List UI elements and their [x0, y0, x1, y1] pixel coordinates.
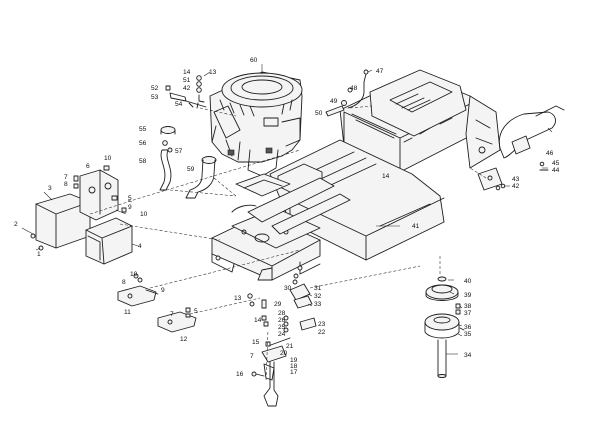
callout-59: 59: [187, 166, 195, 173]
callout-51: 51: [183, 77, 191, 84]
callout-10b: 10: [140, 211, 148, 218]
callout-54: 54: [175, 101, 183, 108]
callout-26: 26: [278, 317, 286, 324]
callout-14b: 14: [254, 317, 262, 324]
right-side-brackets: [477, 167, 506, 191]
callout-46: 46: [546, 150, 554, 157]
callout-43: 43: [512, 176, 520, 183]
callout-48: 48: [350, 85, 358, 92]
callout-28: 28: [278, 310, 286, 317]
steering-parts: [247, 267, 317, 407]
pto-clutch-assembly: [424, 276, 465, 378]
callout-50: 50: [315, 110, 323, 117]
callout-7c: 7: [250, 353, 254, 360]
callout-13: 13: [209, 69, 217, 76]
callout-39: 39: [464, 292, 472, 299]
fuel-filter-and-hose: [159, 126, 176, 191]
callout-53: 53: [151, 94, 159, 101]
callout-55: 55: [139, 126, 147, 133]
callout-14: 14: [183, 69, 191, 76]
callout-8b: 8: [122, 279, 126, 286]
callout-31: 31: [314, 285, 322, 292]
callout-33: 33: [314, 301, 322, 308]
callout-8: 8: [64, 181, 68, 188]
callout-6: 6: [86, 163, 90, 170]
callout-57: 57: [175, 148, 183, 155]
callout-44: 44: [552, 167, 560, 174]
callout-42b: 42: [512, 183, 520, 190]
callout-17: 17: [290, 369, 298, 376]
callout-4: 4: [138, 243, 142, 250]
main-frame: [211, 69, 501, 281]
callout-14c: 14: [382, 173, 390, 180]
callout-16: 16: [236, 371, 244, 378]
callout-7b: 7: [170, 311, 174, 318]
callout-60: 60: [250, 57, 258, 64]
callout-40: 40: [464, 278, 472, 285]
callout-20: 20: [280, 350, 288, 357]
engine-assembly: [209, 71, 303, 177]
callout-30: 30: [284, 285, 292, 292]
callout-45: 45: [552, 160, 560, 167]
exhaust-elbow: [185, 156, 217, 199]
callout-38: 38: [464, 303, 472, 310]
callout-23: 23: [318, 321, 326, 328]
leader-lines: [21, 64, 553, 381]
callout-labels: 60 14 13 51 42 52 53 54 55 56 57 58 59 3…: [14, 57, 560, 378]
brake-rod-assembly: [325, 69, 369, 117]
callout-5: 5: [128, 195, 132, 202]
callout-21: 21: [286, 343, 294, 350]
callout-42: 42: [183, 85, 191, 92]
callout-56: 56: [139, 140, 147, 147]
callout-49: 49: [330, 98, 338, 105]
callout-47: 47: [376, 68, 384, 75]
callout-32: 32: [314, 293, 322, 300]
callout-58: 58: [139, 158, 147, 165]
callout-3: 3: [48, 185, 52, 192]
callout-10: 10: [104, 155, 112, 162]
callout-1: 1: [37, 251, 41, 258]
front-axle-brackets: [117, 273, 197, 333]
callout-15: 15: [252, 339, 260, 346]
callout-22: 22: [318, 329, 326, 336]
callout-13b: 13: [234, 295, 242, 302]
callout-24: 24: [278, 331, 286, 338]
callout-9: 9: [128, 204, 132, 211]
battery-box: [85, 217, 133, 265]
callout-12: 12: [180, 336, 188, 343]
lift-lever: [498, 105, 565, 171]
callout-52: 52: [151, 85, 159, 92]
callout-10c: 10: [130, 271, 138, 278]
engine-small-parts: [165, 75, 207, 109]
callout-41: 41: [412, 223, 420, 230]
battery-bracket: [30, 165, 127, 251]
callout-5b: 5: [194, 308, 198, 315]
callout-19: 19: [290, 357, 298, 364]
callout-2: 2: [14, 221, 18, 228]
callout-29: 29: [274, 301, 282, 308]
callout-18: 18: [290, 363, 298, 370]
callout-37: 37: [464, 310, 472, 317]
callout-9b: 9: [161, 287, 165, 294]
callout-36: 36: [464, 324, 472, 331]
callout-35: 35: [464, 331, 472, 338]
callout-25: 25: [278, 324, 286, 331]
callout-34: 34: [464, 352, 472, 359]
callout-11: 11: [124, 309, 131, 316]
callout-7: 7: [64, 174, 68, 181]
